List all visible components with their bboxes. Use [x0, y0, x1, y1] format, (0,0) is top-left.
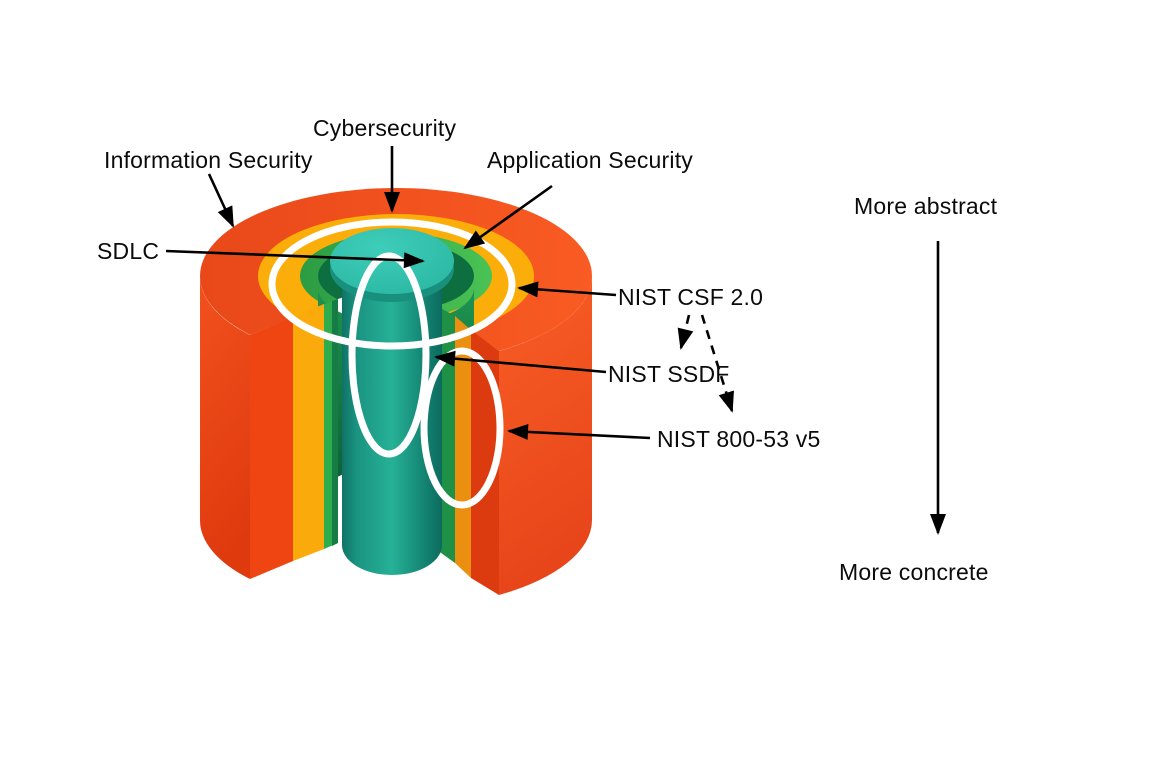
cut-left-red — [250, 317, 293, 579]
arrow-sdlc — [165, 249, 425, 269]
label-nist-csf: NIST CSF 2.0 — [618, 284, 764, 310]
label-sdlc: SDLC — [97, 238, 160, 264]
highlight-nist-ssdf — [348, 252, 430, 458]
cut-right-red — [471, 330, 499, 595]
outer-body-left — [199, 276, 250, 579]
dashed-link-csf-to-800-53 — [700, 314, 734, 413]
outer-body-right — [499, 276, 593, 595]
cut-right-orange — [455, 316, 471, 578]
arrow-nist-csf — [517, 281, 617, 298]
label-nist-800-53: NIST 800-53 v5 — [657, 426, 821, 452]
cut-face-left — [250, 299, 338, 579]
callout-arrows — [165, 146, 946, 535]
arrow-application-security — [463, 184, 553, 250]
highlight-nist-csf — [268, 218, 516, 350]
arrow-nist-800-53 — [507, 423, 651, 440]
label-more-concrete: More concrete — [839, 559, 989, 585]
cut-left-green-dark — [332, 299, 338, 546]
label-application-security: Application Security — [487, 147, 693, 173]
label-more-abstract: More abstract — [854, 193, 998, 219]
label-information-security: Information Security — [104, 147, 313, 173]
highlight-ellipses — [268, 218, 516, 509]
highlight-nist-800-53 — [420, 347, 504, 509]
arrow-nist-ssdf — [434, 350, 607, 374]
arrow-information-security — [207, 173, 235, 228]
sdlc-core — [330, 228, 454, 575]
dashed-link-csf-to-ssdf — [677, 314, 694, 350]
label-cybersecurity: Cybersecurity — [313, 115, 457, 141]
cut-left-yellow — [293, 304, 324, 561]
label-nist-ssdf: NIST SSDF — [608, 361, 730, 387]
